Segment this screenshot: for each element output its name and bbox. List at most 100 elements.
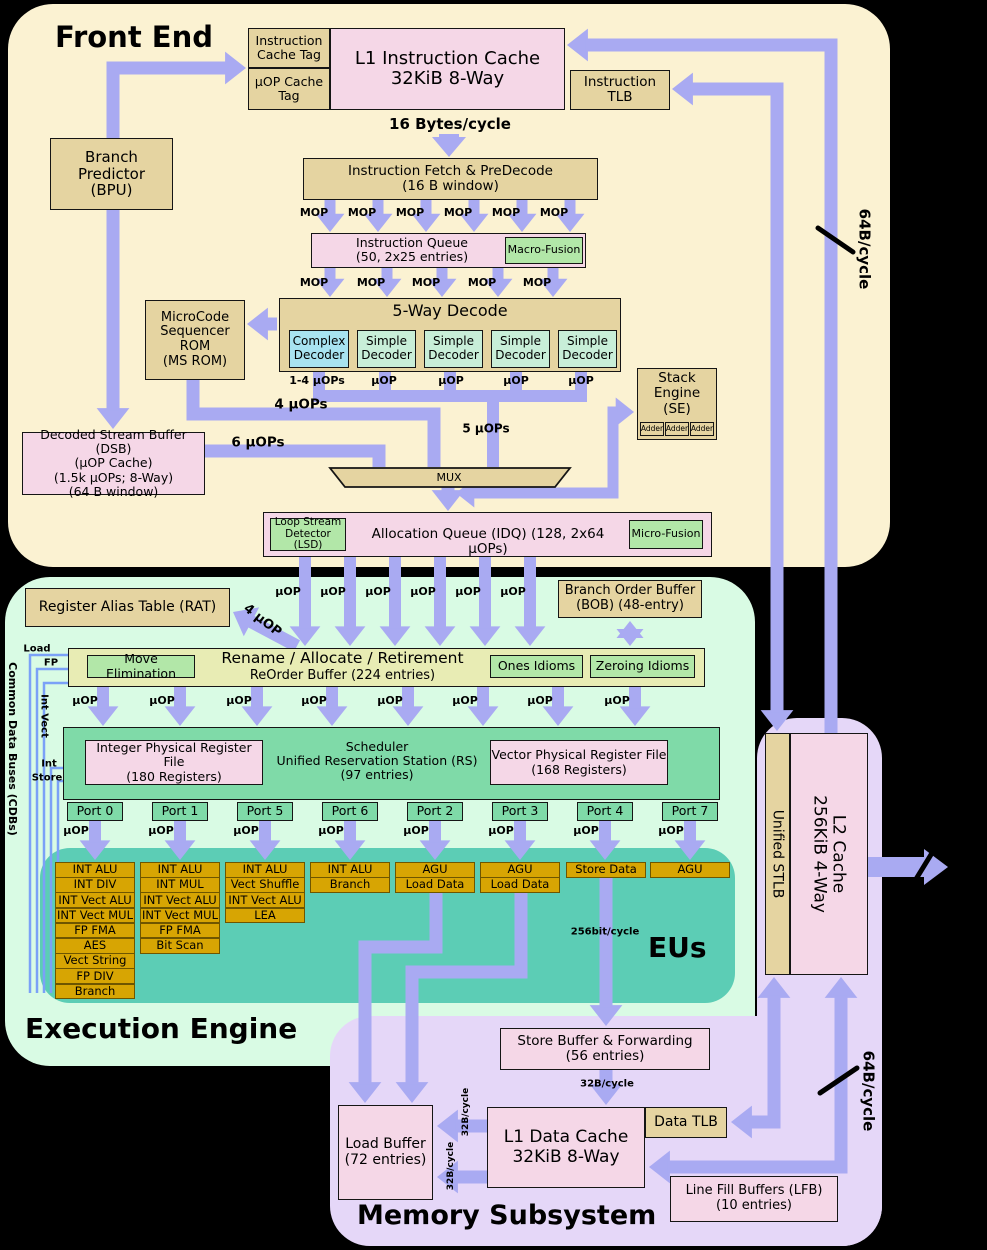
mop-label: MOP bbox=[411, 275, 441, 289]
adder-box: Adder bbox=[640, 422, 664, 436]
l2-l1i-bandwidth-label: 64B/cycle bbox=[855, 208, 874, 290]
uop-label: μOP bbox=[503, 373, 529, 387]
uop-label: μOP bbox=[527, 693, 553, 707]
port-box: Port 6 bbox=[322, 802, 378, 821]
execution-unit-box: Load Data bbox=[480, 877, 560, 893]
uop-label: μOP bbox=[320, 584, 346, 598]
stack-engine-label: Stack Engine (SE) bbox=[653, 370, 701, 417]
execution-unit-box: Vect Shuffle bbox=[225, 877, 305, 893]
uop-label: μOP bbox=[658, 823, 684, 837]
execution-unit-box: INT Vect ALU bbox=[55, 892, 135, 908]
unified-stlb-label: Unified STLB bbox=[769, 809, 786, 899]
fetch-rate-label: 16 Bytes/cycle bbox=[389, 114, 511, 133]
uop-label: μOP bbox=[365, 584, 391, 598]
mop-label: MOP bbox=[522, 275, 552, 289]
mop-label: MOP bbox=[347, 205, 377, 219]
execution-unit-box: INT ALU bbox=[310, 862, 390, 878]
memory-subsystem-title: Memory Subsystem bbox=[357, 1200, 657, 1231]
ones-idioms-box: Ones Idioms bbox=[490, 655, 583, 678]
cdb-int-vect-label: Int Vect bbox=[38, 694, 50, 738]
mop-label: MOP bbox=[299, 205, 329, 219]
simple-decoder-box: Simple Decoder bbox=[357, 330, 416, 368]
execution-unit-box: INT ALU bbox=[225, 862, 305, 878]
vector-prf-box: Vector Physical Register File (168 Regis… bbox=[490, 740, 668, 785]
uop-label: μOP bbox=[438, 373, 464, 387]
execution-unit-box: Bit Scan bbox=[140, 938, 220, 954]
instruction-cache-tag-box: Instruction Cache Tag bbox=[248, 28, 330, 68]
rename-title: Rename / Allocate / Retirement bbox=[221, 649, 464, 667]
execution-unit-box: Load Data bbox=[395, 877, 475, 893]
simple-decoder-box: Simple Decoder bbox=[491, 330, 550, 368]
execution-unit-box: AGU bbox=[480, 862, 560, 878]
five-way-decode-title: 5-Way Decode bbox=[392, 301, 508, 320]
store-to-l1d-bandwidth-label: 32B/cycle bbox=[580, 1078, 634, 1090]
mop-label: MOP bbox=[356, 275, 386, 289]
execution-unit-box: Store Data bbox=[566, 862, 646, 878]
unified-stlb-box bbox=[765, 733, 790, 975]
execution-unit-box: INT ALU bbox=[140, 862, 220, 878]
cdb-int-label: Int bbox=[41, 758, 57, 770]
uop-label: μOP bbox=[488, 823, 514, 837]
integer-prf-box: Integer Physical Register File (180 Regi… bbox=[85, 740, 263, 785]
l2-cache-box bbox=[790, 733, 868, 975]
l2-l1d-bandwidth-label: 64B/cycle bbox=[859, 1050, 878, 1132]
uop-label: μOP bbox=[275, 584, 301, 598]
five-uops-label: 5 μOPs bbox=[462, 421, 510, 436]
execution-unit-box: INT MUL bbox=[140, 877, 220, 893]
reorder-buffer-label: ReOrder Buffer (224 entries) bbox=[249, 668, 436, 683]
mop-label: MOP bbox=[467, 275, 497, 289]
cdb-load-label: Load bbox=[23, 643, 51, 655]
uop-label: μOP bbox=[63, 823, 89, 837]
execution-unit-box: INT Vect MUL bbox=[140, 907, 220, 924]
uop-label: μOP bbox=[573, 823, 599, 837]
execution-unit-box: INT Vect ALU bbox=[140, 892, 220, 908]
execution-unit-box: INT Vect ALU bbox=[225, 892, 305, 908]
macro-fusion-box: Macro-Fusion bbox=[505, 237, 583, 264]
execution-unit-box: AGU bbox=[650, 862, 730, 878]
data-tlb-box: Data TLB bbox=[645, 1107, 727, 1138]
execution-unit-box: FP FMA bbox=[140, 922, 220, 939]
l1d-load-bandwidth-label: 32B/cycle bbox=[461, 1087, 472, 1137]
cdb-store-label: Store bbox=[31, 772, 63, 784]
instruction-tlb-box: Instruction TLB bbox=[570, 70, 670, 110]
uop-label: μOP bbox=[318, 823, 344, 837]
register-alias-table-box: Register Alias Table (RAT) bbox=[25, 588, 230, 627]
branch-order-buffer-box: Branch Order Buffer (BOB) (48-entry) bbox=[558, 580, 702, 618]
uop-label: μOP bbox=[226, 693, 252, 707]
port-box: Port 5 bbox=[237, 802, 293, 821]
instruction-queue-label: Instruction Queue (50, 2x25 entries) bbox=[355, 235, 469, 265]
mop-label: MOP bbox=[491, 205, 521, 219]
micro-fusion-box: Micro-Fusion bbox=[629, 520, 703, 549]
execution-unit-box: Branch bbox=[310, 877, 390, 893]
instruction-fetch-box: Instruction Fetch & PreDecode (16 B wind… bbox=[303, 158, 598, 200]
scheduler-label: Scheduler Unified Reservation Station (R… bbox=[276, 739, 478, 783]
mux-label: MUX bbox=[436, 470, 462, 484]
uop-label: μOP bbox=[403, 823, 429, 837]
decoded-stream-buffer-box: Decoded Stream Buffer (DSB) (μOP Cache) … bbox=[22, 428, 205, 498]
uop-cache-tag-box: μOP Cache Tag bbox=[248, 68, 330, 110]
store-buffer-box: Store Buffer & Forwarding (56 entries) bbox=[500, 1028, 710, 1070]
cdb-fp-label: FP bbox=[43, 657, 59, 669]
execution-unit-box: AGU bbox=[395, 862, 475, 878]
execution-unit-box: INT DIV bbox=[55, 877, 135, 893]
l1d-load-bandwidth-label: 32B/cycle bbox=[446, 1141, 457, 1191]
port-box: Port 3 bbox=[492, 802, 548, 821]
mop-label: MOP bbox=[443, 205, 473, 219]
allocation-queue-label: Allocation Queue (IDQ) (128, 2x64 μOPs) bbox=[371, 526, 605, 558]
uop-label: μOP bbox=[72, 693, 98, 707]
uop-label: μOP bbox=[377, 693, 403, 707]
eus-title: EUs bbox=[648, 931, 707, 964]
common-data-buses-label: Common Data Buses (CDBs) bbox=[6, 662, 20, 836]
simple-decoder-box: Simple Decoder bbox=[558, 330, 617, 368]
store-bandwidth-label: 256bit/cycle bbox=[570, 926, 640, 938]
mop-label: MOP bbox=[539, 205, 569, 219]
branch-predictor-box: Branch Predictor (BPU) bbox=[50, 138, 173, 210]
mop-label: MOP bbox=[299, 275, 329, 289]
uop-label: μOP bbox=[410, 584, 436, 598]
port-box: Port 0 bbox=[67, 802, 123, 821]
execution-unit-box: LEA bbox=[225, 907, 305, 924]
microcode-sequencer-rom-box: MicroCode Sequencer ROM (MS ROM) bbox=[145, 300, 245, 380]
uop-label: μOP bbox=[149, 693, 175, 707]
port-box: Port 1 bbox=[152, 802, 208, 821]
